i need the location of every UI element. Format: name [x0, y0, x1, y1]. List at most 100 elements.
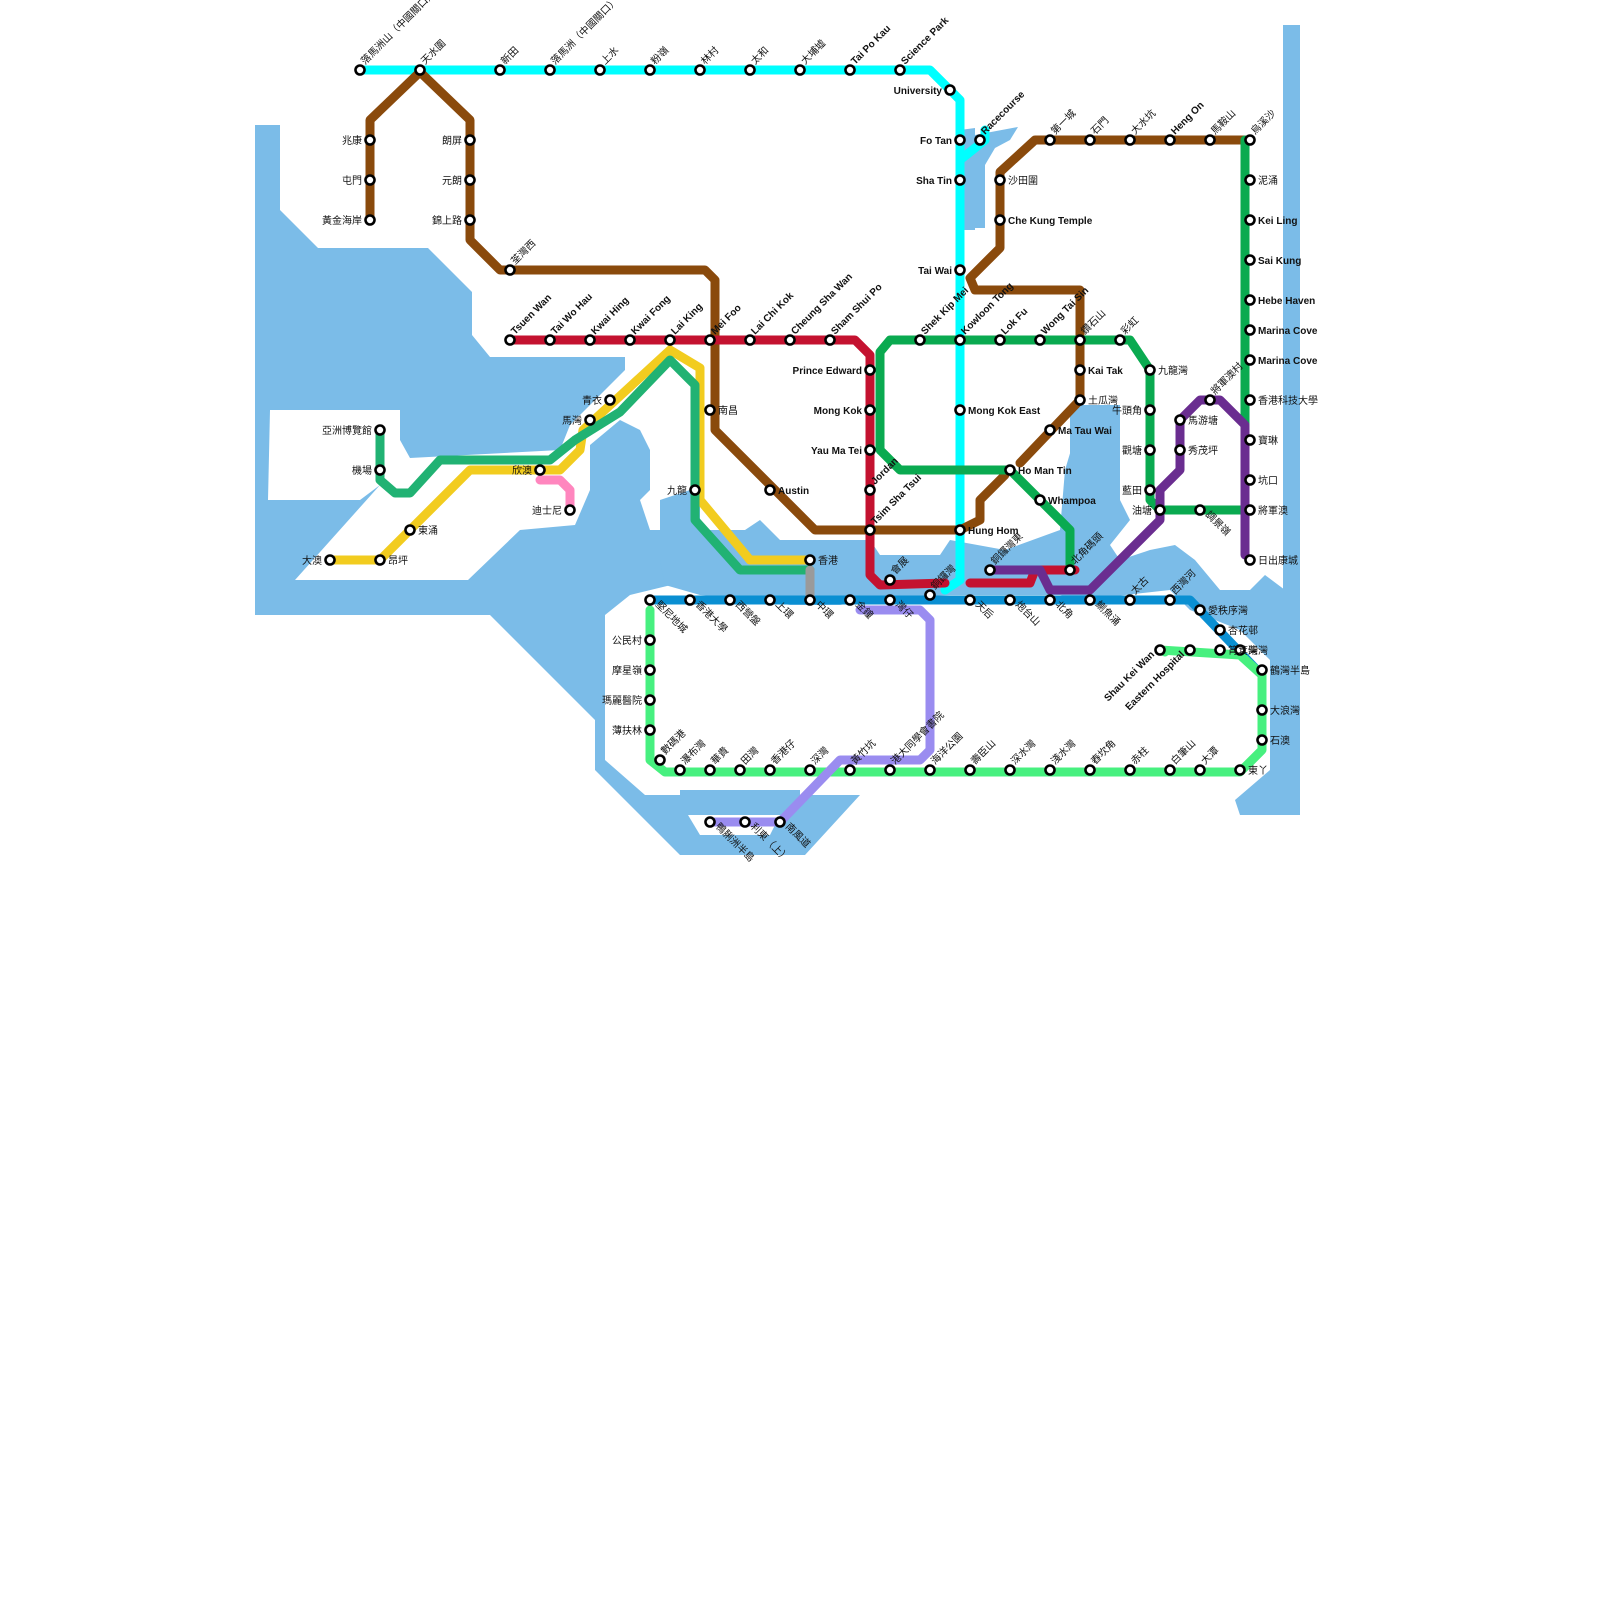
station-marker[interactable]	[864, 364, 876, 376]
station-marker[interactable]	[804, 594, 816, 606]
station-marker[interactable]	[1234, 644, 1246, 656]
station-marker[interactable]	[644, 664, 656, 676]
station-marker[interactable]	[764, 764, 776, 776]
station-marker[interactable]	[374, 464, 386, 476]
station-marker[interactable]	[1256, 664, 1268, 676]
station-marker[interactable]	[684, 594, 696, 606]
station-marker[interactable]	[1124, 594, 1136, 606]
station-marker[interactable]	[1004, 464, 1016, 476]
station-marker[interactable]	[544, 64, 556, 76]
station-marker[interactable]	[1244, 134, 1256, 146]
station-marker[interactable]	[704, 404, 716, 416]
station-label[interactable]: 赤柱	[1128, 744, 1151, 767]
station-label[interactable]: 日出康城	[1258, 554, 1298, 567]
station-marker[interactable]	[604, 394, 616, 406]
station-marker[interactable]	[924, 764, 936, 776]
station-marker[interactable]	[374, 424, 386, 436]
station-label[interactable]: Mong Kok	[814, 406, 863, 417]
station-marker[interactable]	[1234, 764, 1246, 776]
station-label[interactable]: 朗屏	[442, 135, 462, 147]
station-label[interactable]: 華貴	[708, 744, 731, 767]
station-marker[interactable]	[1084, 594, 1096, 606]
station-marker[interactable]	[404, 524, 416, 536]
station-marker[interactable]	[974, 134, 986, 146]
station-label[interactable]: 石門	[1089, 114, 1112, 137]
station-label[interactable]: 馬游塘	[1188, 414, 1218, 427]
station-label[interactable]: 烏溪沙	[1248, 107, 1278, 137]
station-marker[interactable]	[1074, 364, 1086, 376]
station-label[interactable]: Mong Kok East	[968, 406, 1041, 417]
station-label[interactable]: Kwai Fong	[629, 294, 673, 338]
station-marker[interactable]	[464, 174, 476, 186]
station-marker[interactable]	[1244, 294, 1256, 306]
station-marker[interactable]	[364, 174, 376, 186]
station-label[interactable]: 大埔墟	[798, 37, 828, 67]
station-marker[interactable]	[1044, 424, 1056, 436]
station-marker[interactable]	[364, 134, 376, 146]
station-marker[interactable]	[374, 554, 386, 566]
station-marker[interactable]	[1244, 434, 1256, 446]
station-marker[interactable]	[644, 594, 656, 606]
station-marker[interactable]	[924, 589, 936, 601]
station-label[interactable]: Marina Cove	[1258, 356, 1318, 367]
station-label[interactable]: 大澳	[302, 554, 322, 567]
station-marker[interactable]	[704, 816, 716, 828]
station-marker[interactable]	[1124, 134, 1136, 146]
station-marker[interactable]	[584, 414, 596, 426]
station-label[interactable]: 瀑布灣	[679, 737, 709, 767]
station-label[interactable]: 兆康	[342, 134, 362, 147]
station-label[interactable]: 鶴灣半島	[1270, 664, 1310, 677]
station-label[interactable]: Hung Hom	[968, 526, 1019, 537]
station-label[interactable]: 牛頭角	[1112, 404, 1142, 417]
station-marker[interactable]	[564, 504, 576, 516]
station-marker[interactable]	[894, 64, 906, 76]
station-marker[interactable]	[984, 564, 996, 576]
station-label[interactable]: 摩星嶺	[612, 664, 642, 677]
station-marker[interactable]	[954, 404, 966, 416]
station-marker[interactable]	[1004, 594, 1016, 606]
station-label[interactable]: 柴灣	[1248, 644, 1268, 657]
station-label[interactable]: 壽臣山	[968, 737, 998, 767]
station-label[interactable]: 將軍澳村	[1208, 360, 1245, 397]
station-label[interactable]: 藍田	[1122, 484, 1142, 497]
station-marker[interactable]	[624, 334, 636, 346]
station-label[interactable]: 青衣	[582, 394, 602, 407]
station-marker[interactable]	[664, 334, 676, 346]
station-marker[interactable]	[884, 764, 896, 776]
station-marker[interactable]	[1144, 364, 1156, 376]
station-marker[interactable]	[794, 64, 806, 76]
station-marker[interactable]	[544, 334, 556, 346]
station-marker[interactable]	[994, 334, 1006, 346]
station-marker[interactable]	[804, 764, 816, 776]
station-marker[interactable]	[954, 524, 966, 536]
station-marker[interactable]	[914, 334, 926, 346]
station-marker[interactable]	[744, 64, 756, 76]
station-label[interactable]: Tai Wai	[918, 266, 952, 277]
station-label[interactable]: 彩虹	[1119, 314, 1142, 337]
station-label[interactable]: 寶琳	[1258, 434, 1278, 447]
station-label[interactable]: Science Park	[899, 15, 951, 67]
station-label[interactable]: Kwai Hing	[589, 295, 631, 337]
station-marker[interactable]	[764, 594, 776, 606]
station-marker[interactable]	[694, 64, 706, 76]
station-marker[interactable]	[1204, 394, 1216, 406]
station-marker[interactable]	[504, 264, 516, 276]
station-label[interactable]: 林村	[698, 44, 721, 67]
station-marker[interactable]	[364, 214, 376, 226]
station-marker[interactable]	[414, 64, 426, 76]
station-label[interactable]: 香港	[818, 555, 838, 567]
station-marker[interactable]	[954, 174, 966, 186]
station-marker[interactable]	[1074, 394, 1086, 406]
station-marker[interactable]	[654, 754, 666, 766]
station-label[interactable]: 白筆山	[1168, 737, 1198, 767]
station-marker[interactable]	[1244, 504, 1256, 516]
station-marker[interactable]	[1244, 324, 1256, 336]
station-label[interactable]: 深灣	[809, 744, 832, 767]
station-label[interactable]: 舂坎角	[1088, 737, 1118, 767]
station-marker[interactable]	[644, 724, 656, 736]
station-marker[interactable]	[884, 574, 896, 586]
station-marker[interactable]	[1064, 564, 1076, 576]
station-marker[interactable]	[1244, 394, 1256, 406]
station-label[interactable]: 瑪麗醫院	[602, 694, 642, 707]
station-marker[interactable]	[1244, 254, 1256, 266]
